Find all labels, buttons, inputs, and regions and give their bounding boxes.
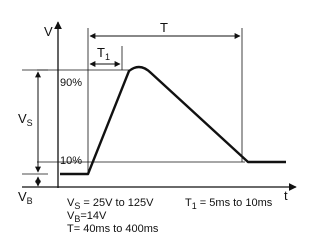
y-axis-label: V xyxy=(44,24,53,39)
vb-label: VB xyxy=(18,189,33,206)
diagram-svg: V t 90% 10% VS VB T T1 VS = 25V to 125V … xyxy=(18,20,297,235)
spec-t1-line: T1 = 5ms to 10ms xyxy=(185,197,273,211)
period-label: T xyxy=(160,20,168,35)
level-10-label: 10% xyxy=(60,155,82,167)
rise-label: T1 xyxy=(97,45,110,62)
spec-t-line: T= 40ms to 400ms xyxy=(67,223,159,235)
spec-vs-line: VS = 25V to 125V xyxy=(67,197,154,211)
spec-vb-line: VB=14V xyxy=(67,210,107,224)
vs-label: VS xyxy=(18,111,33,128)
pulse-waveform-diagram: V t 90% 10% VS VB T T1 VS = 25V to 125V … xyxy=(18,20,297,235)
level-90-label: 90% xyxy=(60,77,82,89)
x-axis-label: t xyxy=(284,188,288,203)
pulse-waveform xyxy=(60,65,286,176)
